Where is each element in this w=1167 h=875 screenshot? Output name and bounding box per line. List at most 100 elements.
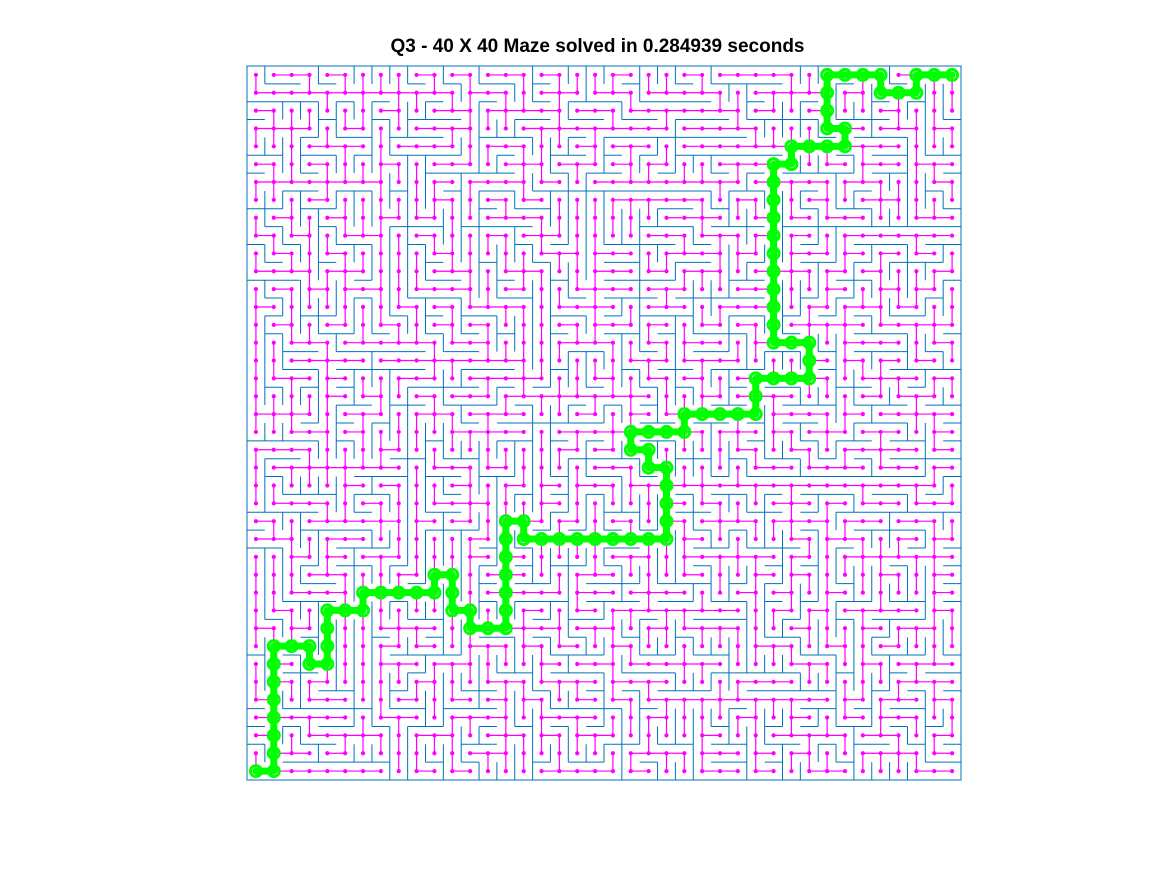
tree-node xyxy=(949,447,955,452)
tree-node xyxy=(825,572,830,577)
tree-node xyxy=(575,215,580,220)
tree-node xyxy=(503,358,508,363)
tree-node xyxy=(825,608,830,613)
tree-node xyxy=(539,304,544,310)
tree-node xyxy=(592,608,598,613)
tree-node xyxy=(896,429,901,435)
tree-node xyxy=(396,179,401,185)
tree-node xyxy=(717,501,723,506)
tree-node xyxy=(503,162,508,167)
tree-node xyxy=(503,376,508,381)
tree-node xyxy=(949,126,955,131)
tree-node xyxy=(289,340,294,345)
tree-node xyxy=(646,197,651,202)
tree-node xyxy=(664,233,669,238)
tree-node xyxy=(789,108,794,113)
tree-node xyxy=(378,733,383,738)
tree-node xyxy=(485,215,491,220)
tree-node xyxy=(468,465,473,470)
tree-node xyxy=(271,554,276,559)
tree-node xyxy=(914,144,919,149)
tree-node xyxy=(414,661,419,667)
tree-node xyxy=(949,751,955,756)
tree-node xyxy=(700,697,705,702)
tree-node xyxy=(360,179,366,185)
tree-node xyxy=(860,269,865,274)
tree-node xyxy=(646,411,651,417)
solution-node xyxy=(320,639,335,654)
tree-node xyxy=(932,340,937,345)
tree-node xyxy=(575,519,580,524)
tree-node xyxy=(682,358,687,363)
tree-node xyxy=(860,483,865,488)
tree-node xyxy=(414,411,419,417)
tree-node xyxy=(610,626,616,631)
tree-node xyxy=(468,536,473,542)
tree-node xyxy=(664,144,669,149)
tree-node xyxy=(896,358,901,363)
tree-node xyxy=(896,715,901,720)
solution-node xyxy=(784,371,799,386)
tree-node xyxy=(610,679,616,684)
tree-node xyxy=(610,554,616,559)
tree-node xyxy=(396,304,401,310)
tree-node xyxy=(432,519,437,524)
tree-node xyxy=(539,465,544,470)
tree-node xyxy=(842,608,848,613)
solution-node xyxy=(641,532,656,547)
tree-node xyxy=(646,501,651,506)
tree-node xyxy=(503,108,508,113)
tree-node xyxy=(700,358,705,363)
tree-node xyxy=(592,179,598,185)
tree-node xyxy=(378,144,383,149)
tree-node xyxy=(717,733,723,738)
tree-node xyxy=(896,733,901,738)
tree-node xyxy=(896,679,901,684)
tree-node xyxy=(289,269,294,274)
tree-node xyxy=(343,626,348,631)
tree-node xyxy=(789,411,794,417)
tree-node xyxy=(289,162,294,167)
tree-node xyxy=(307,126,312,131)
tree-node xyxy=(949,644,955,649)
tree-node xyxy=(485,715,491,720)
tree-node xyxy=(878,340,883,345)
tree-node xyxy=(860,358,865,363)
tree-node xyxy=(610,340,616,345)
tree-node xyxy=(503,465,508,470)
tree-node xyxy=(628,322,633,327)
tree-node xyxy=(557,733,562,738)
tree-node xyxy=(896,554,901,559)
tree-node xyxy=(271,590,276,595)
tree-node xyxy=(592,697,598,702)
tree-node xyxy=(378,715,383,720)
tree-node xyxy=(485,644,491,649)
tree-node xyxy=(378,501,383,506)
tree-node xyxy=(753,768,758,774)
tree-node xyxy=(825,536,830,542)
tree-node xyxy=(949,233,955,238)
tree-node xyxy=(432,644,437,649)
tree-node xyxy=(575,197,580,202)
tree-node xyxy=(860,661,865,667)
tree-node xyxy=(396,697,401,702)
tree-node xyxy=(789,679,794,684)
tree-node xyxy=(610,644,616,649)
tree-node xyxy=(396,215,401,220)
tree-node xyxy=(360,233,366,238)
tree-node xyxy=(485,590,491,595)
tree-node xyxy=(896,179,901,185)
tree-node xyxy=(735,429,740,435)
tree-node xyxy=(628,465,633,470)
tree-node xyxy=(914,358,919,363)
tree-node xyxy=(557,590,562,595)
tree-node xyxy=(468,376,473,381)
tree-node xyxy=(468,447,473,452)
tree-node xyxy=(664,287,669,292)
tree-node xyxy=(414,519,419,524)
tree-node xyxy=(485,72,491,78)
tree-node xyxy=(682,179,687,185)
tree-node xyxy=(700,644,705,649)
tree-node xyxy=(450,197,455,202)
tree-node xyxy=(735,215,740,220)
